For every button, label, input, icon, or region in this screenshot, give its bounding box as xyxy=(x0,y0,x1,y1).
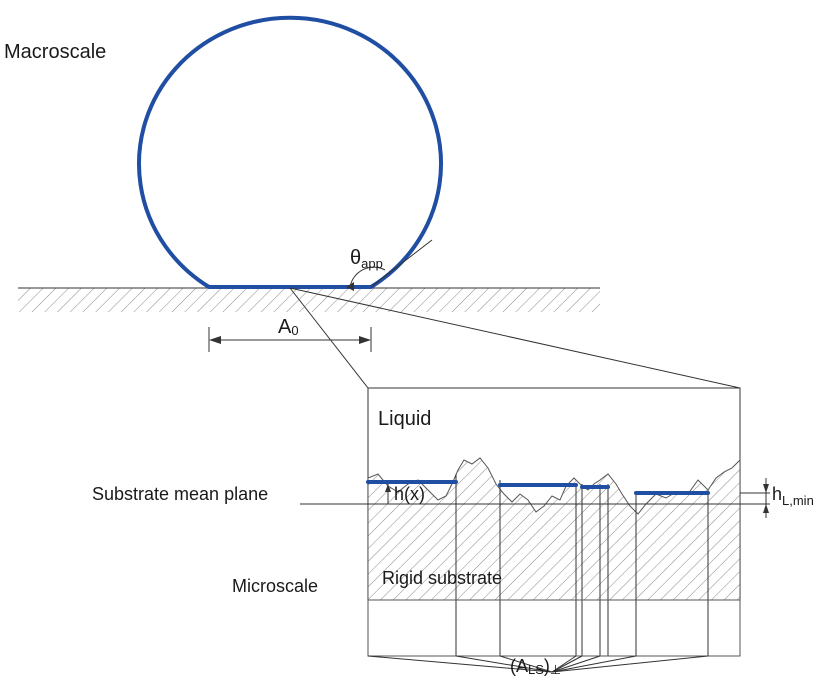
theta-app-label: θapp xyxy=(350,247,383,271)
projection-band xyxy=(367,599,741,657)
zoom-line-left xyxy=(289,287,369,389)
macroscale-label: Macroscale xyxy=(4,41,106,63)
angle-arrowhead xyxy=(346,282,354,291)
als-label: (ALS)⊥ xyxy=(510,656,561,676)
a0-left-arrow xyxy=(209,336,221,344)
hx-arrowhead xyxy=(385,484,391,492)
hx-label: h(x) xyxy=(394,484,425,504)
macro-substrate xyxy=(18,288,600,312)
hlmin-label: hL,min xyxy=(772,484,814,508)
liquid-contact-segments xyxy=(366,480,710,495)
hlmin-arrow-bottom xyxy=(763,504,769,513)
droplet-outline xyxy=(137,15,443,289)
a0-label: A0 xyxy=(278,316,299,338)
hlmin-arrow-top xyxy=(763,484,769,493)
als-leaders xyxy=(367,655,709,673)
rigid-substrate-label: Rigid substrate xyxy=(382,568,502,588)
liquid-label: Liquid xyxy=(378,408,431,430)
mean-plane-label: Substrate mean plane xyxy=(92,484,268,504)
zoom-line-right xyxy=(289,287,741,389)
tangent-line xyxy=(370,239,433,288)
contact-angle-arc xyxy=(349,266,386,288)
microscale-label: Microscale xyxy=(232,576,318,596)
a0-right-arrow xyxy=(359,336,371,344)
